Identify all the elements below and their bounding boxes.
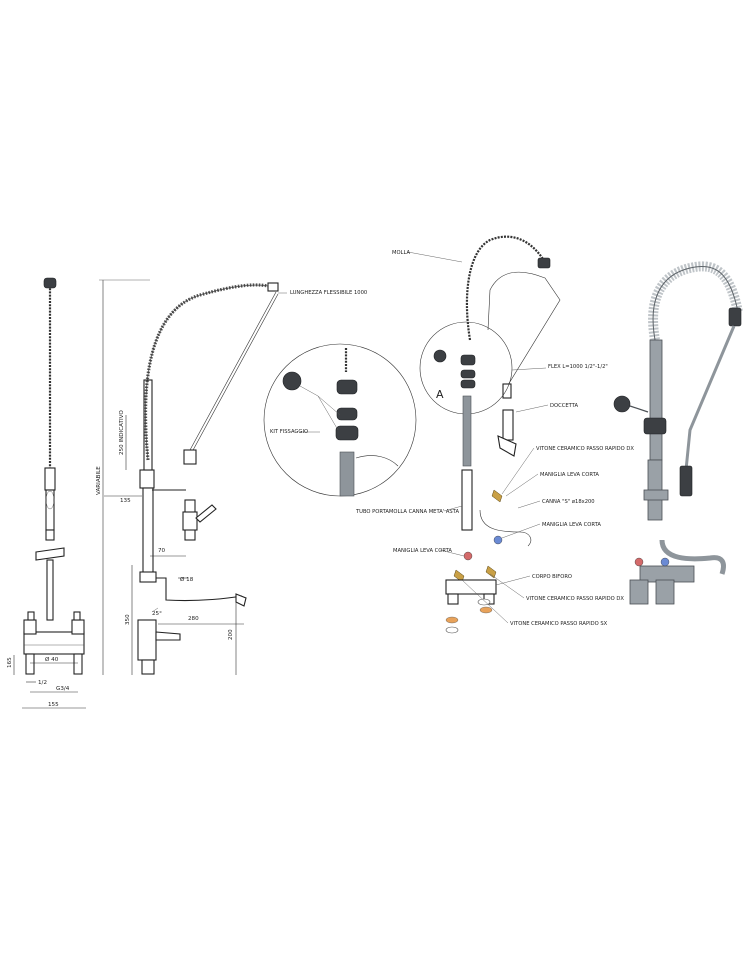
kit-detail-circle: KIT FISSAGGIO [263,343,417,497]
dim-135: 135 [120,498,131,504]
label-tubo: TUBO PORTAMOLLA CANNA META' ASTA [355,509,459,515]
dim-280: 280 [188,616,199,622]
label-doccetta: DOCCETTA [550,403,578,409]
label-maniglia-2: MANIGLIA LEVA CORTA [542,522,601,528]
dim-250-indicative: 250 INDICATIVO [119,410,125,455]
label-molla: MOLLA [392,250,410,256]
dim-25-deg: 25° [152,611,162,617]
dim-165: 165 [7,657,13,668]
dim-70: 70 [158,548,166,554]
label-corpo: CORPO BIFORO [532,574,572,580]
dim-350: 350 [125,614,131,625]
dim-155: 155 [48,702,59,708]
exploded-view: MOLLA A FLE [355,235,634,634]
label-flex: FLEX L=1000 1/2"-1/2" [548,364,608,370]
dim-1-2: 1/2 [38,680,47,686]
assembled-render [613,261,743,605]
label-vitone-dx: VITONE CERAMICO PASSO RAPIDO DX [526,596,624,602]
label-flex-length: LUNGHEZZA FLESSIBILE 1000 [290,290,367,296]
label-detail-a: A [436,388,444,401]
side-view: VARIABILE 250 INDICATIVO 135 70 Ø [96,279,367,675]
dim-18: Ø 18 [180,576,194,583]
dim-200: 200 [228,629,234,640]
label-canna: CANNA "S" ø18x200 [542,499,595,505]
dim-g3-4: G3/4 [56,686,70,692]
label-maniglia-3: MANIGLIA LEVA CORTA [393,548,452,554]
label-vitone-dx-top: VITONE CERAMICO PASSO RAPIDO DX [536,446,634,452]
dim-variable: VARIABILE [96,466,102,495]
front-view: 165 Ø 40 1/2 G3/4 155 [7,277,86,709]
label-vitone-sx: VITONE CERAMICO PASSO RAPIDO SX [510,621,608,627]
dim-40: Ø 40 [45,656,59,663]
label-maniglia-1: MANIGLIA LEVA CORTA [540,472,599,478]
label-kit-fissaggio: KIT FISSAGGIO [270,429,308,435]
